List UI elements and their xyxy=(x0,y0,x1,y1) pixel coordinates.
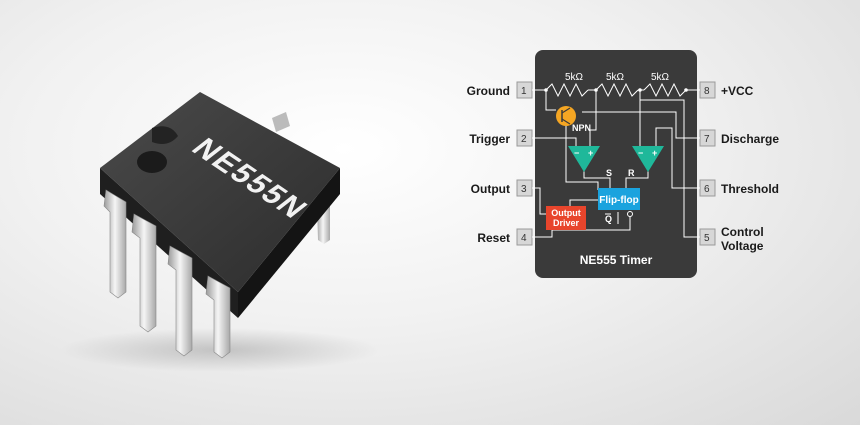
pin-5-label-line2: Voltage xyxy=(721,239,764,253)
resistor-3-label: 5kΩ xyxy=(651,72,670,83)
output-driver-line2: Driver xyxy=(553,218,580,228)
chip-side-face xyxy=(238,168,340,318)
chip-pin1-dot xyxy=(137,151,167,173)
pin-4-label: Reset xyxy=(477,231,510,245)
chip-top-face xyxy=(100,92,340,292)
pin-1-label: Ground xyxy=(467,84,510,98)
reset-label: R xyxy=(628,168,635,178)
pin-3-label: Output xyxy=(471,182,510,196)
pin-boxes xyxy=(516,81,716,246)
set-label: S xyxy=(606,168,612,178)
chip-front-legs xyxy=(103,189,231,359)
output-driver-line1: Output xyxy=(551,208,581,218)
npn-transistor xyxy=(556,106,576,126)
pin-8-number: 8 xyxy=(704,86,710,97)
pin-2-number: 2 xyxy=(521,134,527,145)
comp2-plus: + xyxy=(652,148,657,158)
comp2-minus: − xyxy=(638,148,643,158)
pin-7-number: 7 xyxy=(704,134,710,145)
output-driver-block xyxy=(546,206,586,230)
pin-8-label: +VCC xyxy=(721,84,754,98)
comp1-plus: + xyxy=(588,148,593,158)
flip-flop-block xyxy=(598,188,640,210)
pin-6-label: Threshold xyxy=(721,182,779,196)
comp1-minus: − xyxy=(574,148,579,158)
ne555-schematic: 1 2 3 4 8 7 6 5 Ground Trigger Output Re… xyxy=(467,50,779,278)
pin-4-number: 4 xyxy=(521,233,527,244)
pin-5-number: 5 xyxy=(704,233,710,244)
resistor-1-label: 5kΩ xyxy=(565,72,584,83)
schematic-wires xyxy=(532,82,700,238)
pin-3-number: 3 xyxy=(521,184,527,195)
ic-chip-illustration: NE555N xyxy=(60,92,380,372)
transistor-label: NPN xyxy=(572,123,591,133)
chip-notch xyxy=(152,126,178,144)
pin-6-number: 6 xyxy=(704,184,710,195)
qbar-label: Q xyxy=(605,214,612,224)
threshold-comparator xyxy=(632,146,664,172)
pin-7-label: Discharge xyxy=(721,132,779,146)
pin-2-label: Trigger xyxy=(469,132,510,146)
schematic-package xyxy=(535,50,697,278)
trigger-comparator xyxy=(568,146,600,172)
diagram-title: NE555 Timer xyxy=(580,253,653,267)
pin-5-label-line1: Control xyxy=(721,225,764,239)
pin-1-number: 1 xyxy=(521,86,527,97)
chip-front-face xyxy=(100,168,238,318)
flip-flop-label: Flip-flop xyxy=(599,195,638,206)
resistor-2-label: 5kΩ xyxy=(606,72,625,83)
